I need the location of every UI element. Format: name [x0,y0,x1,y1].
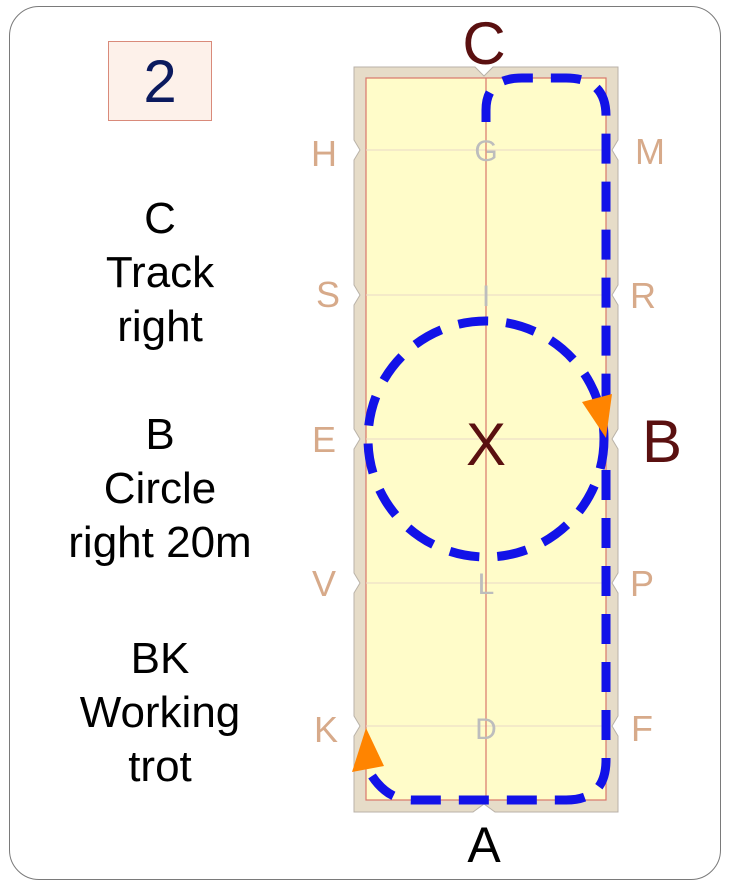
marker-v: V [312,563,336,604]
path-track-right [481,73,611,400]
instruction-3-action: Working [79,688,241,737]
path-circle-20m [363,316,609,562]
marker-s: S [316,274,340,315]
marker-r: R [630,275,656,316]
step-number: 2 [143,47,177,115]
marker-c: C [462,10,505,77]
marker-h: H [311,133,337,174]
marker-f: F [631,708,653,749]
marker-g: G [474,135,497,168]
marker-x: X [466,411,506,478]
instruction-2: B Circle right 20m [40,408,280,570]
step-number-box: 2 [108,41,212,121]
direction-arrow-k [352,728,384,772]
instruction-1-letter: C [144,194,176,243]
instruction-3: BK Working trot [40,632,280,794]
instruction-2-action: Circle [103,464,217,513]
path-b-to-k [368,470,611,805]
instruction-1: C Track right [40,192,280,354]
marker-d: D [475,713,497,746]
marker-i: I [482,280,490,313]
instruction-1-action: Track [105,248,215,297]
instruction-3-letter: BK [130,634,190,683]
marker-l: L [478,568,495,601]
instruction-3-detail: trot [128,742,192,791]
marker-e: E [312,419,336,460]
instruction-2-detail: right 20m [68,518,252,567]
instruction-1-detail: right [117,302,203,351]
marker-m: M [635,131,665,172]
marker-k: K [314,709,338,750]
marker-b: B [642,408,682,475]
marker-a: A [467,817,501,873]
direction-arrow-b [582,394,612,438]
marker-p: P [630,563,654,604]
instruction-2-letter: B [145,410,175,459]
